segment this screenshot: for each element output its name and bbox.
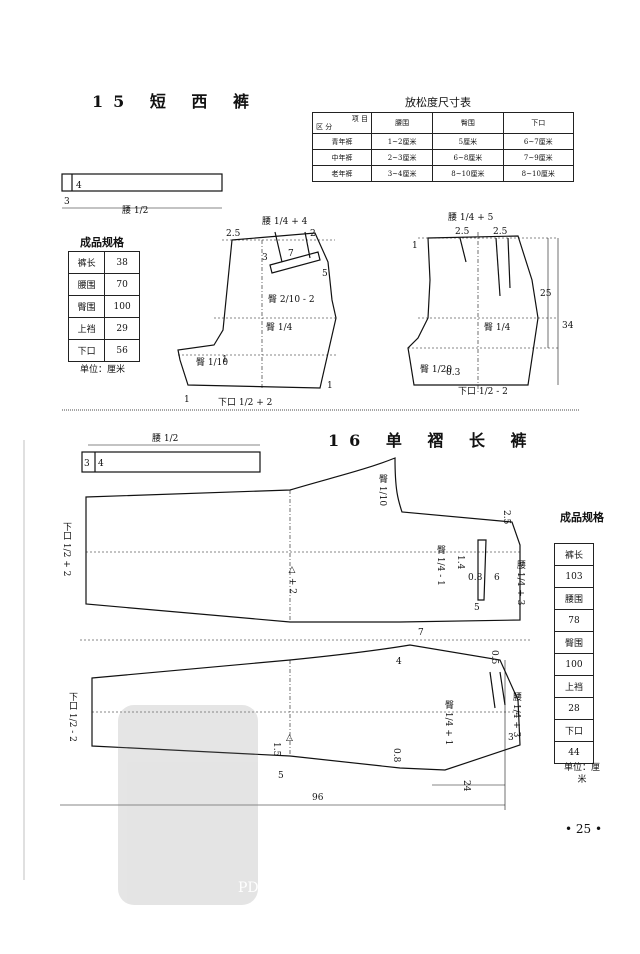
svg-text:腰 1/2: 腰 1/2: [152, 433, 178, 444]
svg-text:臀 1/4 - 1: 臀 1/4 - 1: [435, 545, 446, 586]
spec16-unit: 单位：厘米: [563, 763, 600, 785]
table-row: 上裆: [554, 675, 594, 698]
svg-text:3: 3: [64, 197, 70, 207]
svg-text:2.5: 2.5: [493, 227, 508, 237]
svg-text:下口 1/2 - 2: 下口 1/2 - 2: [67, 692, 78, 742]
svg-text:腰 1/4 + 3: 腰 1/4 + 3: [511, 692, 522, 738]
ease-table-title: 放松度尺寸表: [405, 96, 471, 109]
svg-text:△: △: [286, 733, 293, 743]
svg-text:臀 1/4: 臀 1/4: [484, 322, 511, 333]
front-piece-16: [85, 457, 521, 623]
front-piece-15: [177, 232, 337, 389]
svg-text:下口 1/2 + 2: 下口 1/2 + 2: [218, 398, 272, 408]
svg-text:3: 3: [262, 253, 268, 263]
waistband-15: [61, 173, 223, 192]
spec15-heading: 成品规格: [80, 236, 124, 249]
svg-text:△ + 2: △ + 2: [287, 565, 297, 594]
section16-title: 16 单 褶 长 裤: [328, 431, 537, 450]
svg-text:1: 1: [184, 395, 190, 405]
svg-text:2.5: 2.5: [226, 229, 241, 239]
ease-table-corner: 项 目 区 分: [312, 112, 372, 134]
table-row: 103: [554, 565, 594, 588]
svg-text:4: 4: [396, 657, 402, 667]
svg-text:臀 2/10 - 2: 臀 2/10 - 2: [268, 294, 315, 305]
svg-text:7: 7: [418, 628, 424, 638]
spec16-heading: 成品规格: [560, 511, 604, 524]
svg-text:0.3: 0.3: [446, 368, 461, 378]
svg-text:腰 1/4 + 4: 腰 1/4 + 4: [262, 216, 308, 227]
table-row: 老年裤 3~4厘米 8~10厘米 8~10厘米: [312, 165, 575, 182]
svg-text:腰 1/2: 腰 1/2: [122, 205, 148, 216]
svg-text:臀 1/20: 臀 1/20: [420, 364, 452, 375]
svg-text:0.5: 0.5: [489, 650, 499, 665]
svg-text:3: 3: [84, 459, 90, 469]
svg-text:臀 1/10: 臀 1/10: [196, 357, 228, 368]
svg-text:4: 4: [98, 459, 104, 469]
svg-text:臀 1/4: 臀 1/4: [266, 322, 293, 333]
front-pocket-15: [269, 251, 321, 274]
page-number: • 25 •: [565, 822, 603, 836]
svg-text:2.5: 2.5: [455, 227, 470, 237]
svg-text:3: 3: [508, 733, 514, 743]
svg-text:6: 6: [494, 573, 500, 583]
svg-text:5: 5: [278, 771, 284, 781]
section15-title: 15 短 西 裤: [92, 92, 259, 111]
svg-text:24: 24: [461, 780, 471, 792]
svg-text:96: 96: [312, 793, 324, 803]
table-row: 44: [554, 741, 594, 764]
svg-text:臀 1/10: 臀 1/10: [377, 474, 388, 506]
svg-text:1: 1: [412, 241, 418, 251]
svg-text:4: 4: [76, 181, 82, 191]
svg-text:0.8: 0.8: [391, 748, 401, 763]
svg-text:2.5: 2.5: [501, 510, 511, 525]
watermark-seal: PDG: [118, 705, 270, 905]
svg-text:7: 7: [288, 249, 294, 259]
svg-text:25: 25: [540, 289, 552, 299]
svg-text:1: 1: [327, 381, 333, 391]
svg-text:1: 1: [222, 355, 228, 365]
svg-text:0.8: 0.8: [468, 573, 483, 583]
svg-text:34: 34: [562, 321, 574, 331]
svg-text:腰 1/4 + 3: 腰 1/4 + 3: [515, 560, 526, 606]
svg-text:5: 5: [474, 603, 480, 613]
svg-text:臀 1/4 + 1: 臀 1/4 + 1: [443, 700, 454, 745]
svg-text:1.5: 1.5: [271, 742, 281, 757]
back-piece-15: [407, 235, 539, 386]
back-piece-16: [91, 644, 521, 771]
svg-text:下口 1/2 + 2: 下口 1/2 + 2: [61, 522, 72, 576]
svg-text:腰 1/4 + 5: 腰 1/4 + 5: [448, 212, 494, 223]
svg-text:2: 2: [310, 229, 316, 239]
waistband-16: [81, 451, 261, 473]
svg-text:1.4: 1.4: [455, 555, 465, 570]
svg-text:5: 5: [322, 269, 328, 279]
spec15-unit: 单位：厘米: [80, 365, 126, 375]
ease-table: 项 目 区 分 腰围 臀围 下口 青年裤 1~2厘米 5厘米 6~7厘米 中年裤…: [312, 112, 575, 182]
svg-text:下口 1/2 - 2: 下口 1/2 - 2: [458, 387, 508, 397]
spec16-table: 裤长 103 腰围 78 臀围 100 上裆 28 下口 44: [554, 543, 594, 764]
svg-text:PDG: PDG: [238, 880, 270, 896]
